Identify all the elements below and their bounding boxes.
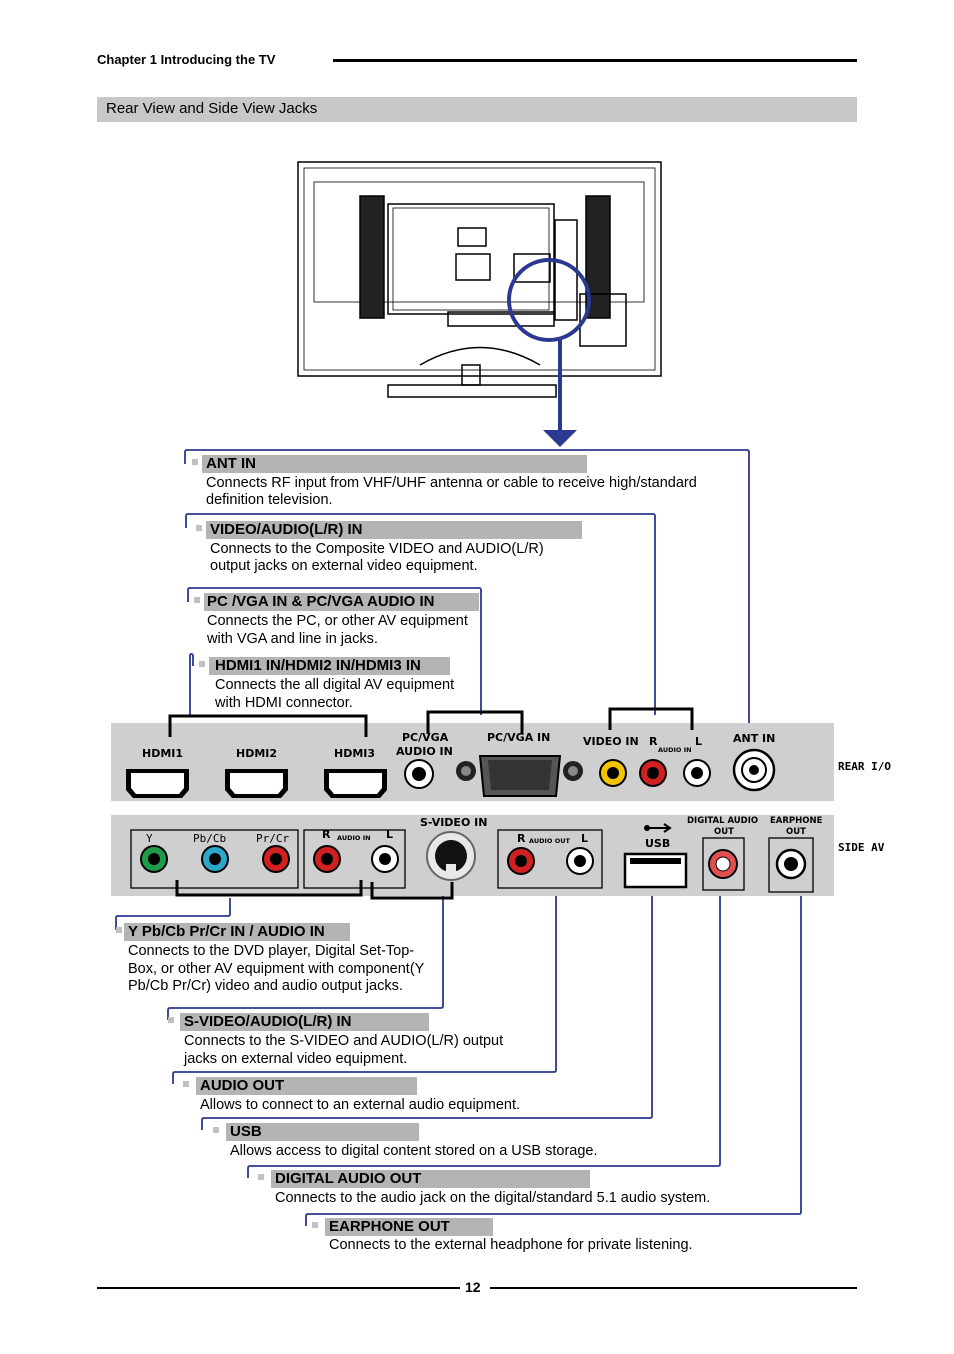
vga-port: [456, 755, 583, 797]
out-r-label: R: [517, 832, 526, 845]
rear-brackets: [168, 707, 694, 737]
y-label: Y: [146, 832, 153, 845]
video-audio-desc-1: Connects to the Composite VIDEO and AUDI…: [210, 541, 544, 557]
pb-label: Pb/Cb: [193, 832, 227, 845]
callout-bar: [202, 455, 587, 473]
header-rule: [333, 59, 857, 62]
tv-illustration: [297, 161, 662, 398]
zoom-arrow: [543, 430, 577, 447]
side-l-label: L: [386, 828, 394, 841]
hdmi-ports: [126, 769, 387, 798]
pc-vga-desc-1: Connects the PC, or other AV equipment: [207, 613, 468, 629]
callout-bullet: [196, 525, 202, 531]
earphone-title: EARPHONE OUT: [329, 1218, 450, 1235]
ant-in-title: ANT IN: [206, 455, 256, 472]
page-number: 12: [465, 1279, 481, 1295]
side-av-label: SIDE AV: [838, 841, 885, 854]
section-bar: [97, 97, 857, 122]
callout-bar: [124, 923, 350, 941]
section-title: Rear View and Side View Jacks: [106, 100, 318, 117]
callout-bullet: [116, 927, 122, 933]
rear-panel: [111, 723, 834, 801]
rear-audio-in-label: AUDIO IN: [658, 746, 692, 754]
svideo-label: S-VIDEO IN: [420, 816, 488, 829]
video-in-label: VIDEO IN: [583, 735, 639, 748]
digital-label-2: OUT: [714, 827, 734, 837]
callout-bar: [196, 1077, 417, 1095]
usb-desc-1: Allows access to digital content stored …: [230, 1143, 598, 1159]
side-audio-in-label: AUDIO IN: [337, 834, 371, 842]
component-title: Y Pb/Cb Pr/Cr IN / AUDIO IN: [128, 923, 325, 940]
callout-bar: [271, 1170, 590, 1188]
callout-bullet: [199, 661, 205, 667]
callout-bullet: [258, 1174, 264, 1180]
pc-vga-desc-2: with VGA and line in jacks.: [207, 631, 378, 647]
earphone-label-1: EARPHONE: [770, 816, 823, 826]
component-desc-1: Connects to the DVD player, Digital Set-…: [128, 943, 415, 959]
audio-out-small-label: AUDIO OUT: [529, 837, 570, 845]
digital-title: DIGITAL AUDIO OUT: [275, 1170, 422, 1187]
rear-io-label: REAR I/O: [838, 760, 891, 773]
side-brackets: [175, 880, 454, 900]
ant-in-desc-2: definition television.: [206, 492, 333, 508]
callout-bullet: [192, 459, 198, 465]
earphone-desc-1: Connects to the external headphone for p…: [329, 1237, 693, 1253]
pr-label: Pr/Cr: [256, 832, 290, 845]
callout-bullet: [213, 1127, 219, 1133]
callout-bullet: [183, 1081, 189, 1087]
component-desc-3: Pb/Cb Pr/Cr) video and audio output jack…: [128, 978, 403, 994]
callout-bar: [226, 1123, 419, 1141]
rear-r-label: R: [649, 735, 658, 748]
chapter-title: Chapter 1 Introducing the TV: [97, 52, 276, 67]
callout-bullet: [194, 597, 200, 603]
ant-in-desc-1: Connects RF input from VHF/UHF antenna o…: [206, 475, 697, 491]
video-audio-desc-2: output jacks on external video equipment…: [210, 558, 478, 574]
callout-lines: [115, 449, 802, 1226]
video-audio-title: VIDEO/AUDIO(L/R) IN: [210, 521, 363, 538]
audio-out-title: AUDIO OUT: [200, 1077, 285, 1094]
svideo-desc-1: Connects to the S-VIDEO and AUDIO(L/R) o…: [184, 1033, 504, 1049]
earphone-label-2: OUT: [786, 827, 806, 837]
hdmi-desc-2: with HDMI connector.: [215, 695, 353, 711]
zoom-circle: [507, 258, 591, 342]
audio-out-desc-1: Allows to connect to an external audio e…: [200, 1097, 521, 1113]
pc-in-label: PC/VGA IN: [487, 731, 551, 744]
callout-bar: [325, 1218, 493, 1236]
usb-title: USB: [230, 1123, 262, 1140]
pc-audio-label-2: AUDIO IN: [396, 745, 453, 758]
component-desc-2: Box, or other AV equipment with componen…: [128, 961, 425, 977]
pc-audio-label-1: PC/VGA: [402, 731, 449, 744]
svideo-title: S-VIDEO/AUDIO(L/R) IN: [184, 1013, 352, 1030]
callout-bar: [209, 657, 450, 675]
digital-label-1: DIGITAL AUDIO: [687, 816, 759, 826]
pc-vga-title: PC /VGA IN & PC/VGA AUDIO IN: [207, 593, 435, 610]
callout-bar: [180, 1013, 429, 1031]
hdmi1-label: HDMI1: [142, 747, 184, 760]
callout-bullet: [168, 1017, 174, 1023]
callout-bar: [206, 521, 582, 539]
callout-bullet: [312, 1222, 318, 1228]
digital-desc-1: Connects to the audio jack on the digita…: [275, 1190, 711, 1206]
rear-l-label: L: [695, 735, 703, 748]
out-l-label: L: [581, 832, 589, 845]
usb-label: USB: [645, 837, 671, 850]
svideo-desc-2: jacks on external video equipment.: [184, 1051, 408, 1067]
hdmi-title: HDMI1 IN/HDMI2 IN/HDMI3 IN: [215, 657, 421, 674]
hdmi-desc-1: Connects the all digital AV equipment: [215, 677, 455, 693]
callout-bar: [204, 593, 479, 611]
hdmi3-label: HDMI3: [334, 747, 376, 760]
ant-in-label: ANT IN: [733, 732, 776, 745]
side-r-label: R: [322, 828, 331, 841]
hdmi2-label: HDMI2: [236, 747, 278, 760]
